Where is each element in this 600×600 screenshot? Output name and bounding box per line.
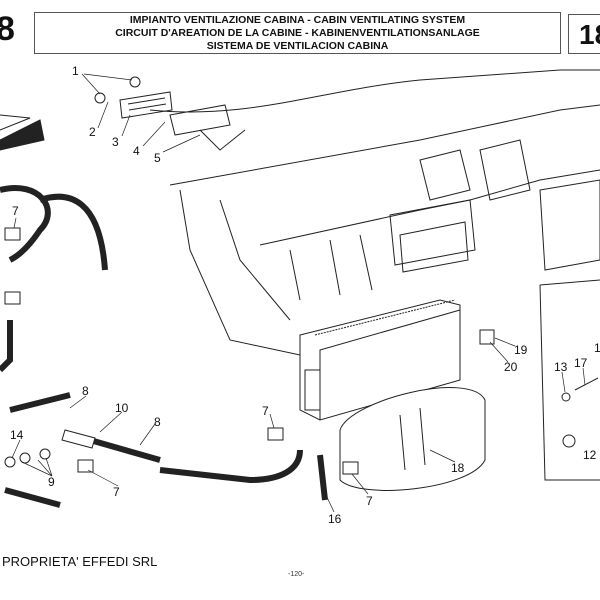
callout-7: 7 bbox=[12, 204, 19, 218]
callout-17: 17 bbox=[574, 356, 588, 370]
callout-13: 13 bbox=[554, 360, 568, 374]
callout-18: 18 bbox=[451, 461, 465, 475]
callout-20: 20 bbox=[504, 360, 518, 374]
dashboard-outline bbox=[0, 69, 600, 481]
heater-unit bbox=[299, 299, 486, 491]
callout-5: 5 bbox=[154, 151, 161, 165]
callout-3: 3 bbox=[112, 135, 119, 149]
diagram-title-box: IMPIANTO VENTILAZIONE CABINA - CABIN VEN… bbox=[34, 12, 561, 54]
callout-16: 16 bbox=[328, 512, 342, 526]
section-number-right: 18 bbox=[579, 19, 600, 50]
callout-7: 7 bbox=[262, 404, 269, 418]
callout-14: 14 bbox=[10, 428, 24, 442]
page-number: -120- bbox=[288, 571, 305, 578]
callout-4: 4 bbox=[133, 144, 140, 158]
callout-2: 2 bbox=[89, 125, 96, 139]
callout-7: 7 bbox=[366, 494, 373, 508]
callout-10: 10 bbox=[115, 401, 129, 415]
callout-numbers: 1 2 3 4 5 7 7 7 7 8 8 9 10 14 16 18 19 2… bbox=[10, 64, 600, 526]
title-line-it-en: IMPIANTO VENTILAZIONE CABINA - CABIN VEN… bbox=[129, 14, 466, 26]
title-line-es: SISTEMA DE VENTILACION CABINA bbox=[206, 40, 389, 52]
section-number-right-box: 18 bbox=[568, 14, 600, 54]
vent-grilles bbox=[94, 76, 246, 151]
hose-fittings bbox=[4, 227, 599, 475]
hoses bbox=[0, 185, 328, 508]
callout-19: 19 bbox=[514, 343, 528, 357]
callout-8: 8 bbox=[82, 384, 89, 398]
callout-7: 7 bbox=[113, 485, 120, 499]
callout-1: 1 bbox=[72, 64, 79, 78]
owner-notice: PROPRIETA' EFFEDI SRL bbox=[2, 554, 158, 569]
title-line-fr-de: CIRCUIT D'AREATION DE LA CABINE - KABINE… bbox=[115, 27, 480, 39]
section-number-left: 8 bbox=[0, 10, 15, 48]
leader-lines bbox=[11, 73, 586, 513]
callout-12: 12 bbox=[583, 448, 597, 462]
callout-8: 8 bbox=[154, 415, 161, 429]
callout-9: 9 bbox=[48, 475, 55, 489]
callout-1: 1 bbox=[594, 341, 600, 355]
